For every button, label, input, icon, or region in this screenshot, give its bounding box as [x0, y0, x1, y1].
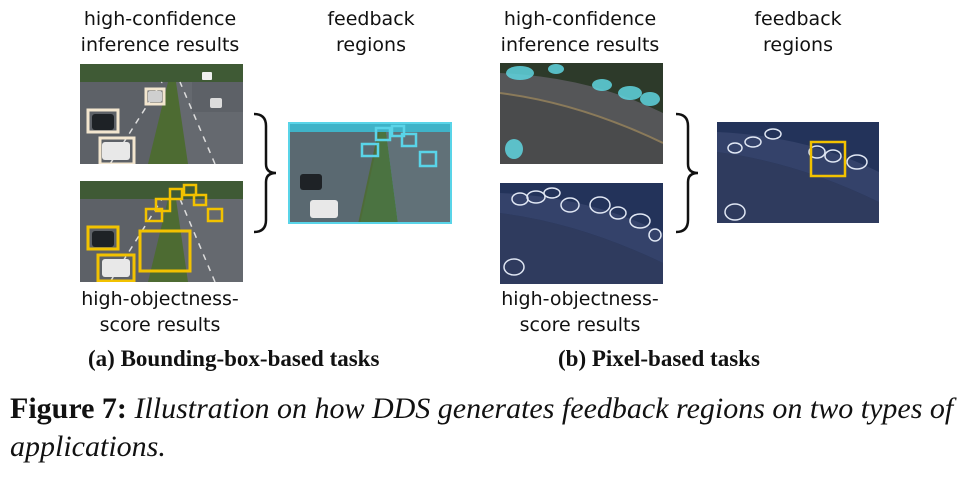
- panel-b-top-label-line1: high-confidence: [503, 8, 657, 30]
- panel-a-top-label: high-confidence inference results: [60, 6, 260, 58]
- panel-a-inference-image: [80, 64, 243, 164]
- panel-b-top-label: high-confidence inference results: [480, 6, 680, 58]
- panel-a-bottom-label-line1: high-objectness-: [81, 288, 239, 310]
- panel-b-feedback-label-line2: regions: [763, 34, 833, 56]
- panel-a-top-label-line1: high-confidence: [83, 8, 237, 30]
- panel-a-feedback-label-line1: feedback: [327, 8, 415, 30]
- panel-b-bottom-label-line1: high-objectness-: [501, 288, 659, 310]
- panel-a-objectness-image: [80, 181, 243, 282]
- figure-label: Figure 7:: [10, 392, 127, 425]
- panel-b-feedback-label-line1: feedback: [754, 8, 842, 30]
- panel-a-bottom-label: high-objectness- score results: [60, 286, 260, 338]
- panel-a-brace: [253, 112, 277, 234]
- panel-b-top-label-line2: inference results: [500, 34, 660, 56]
- panel-b-feedback-label: feedback regions: [723, 6, 873, 58]
- panel-b-bottom-label: high-objectness- score results: [480, 286, 680, 338]
- panel-b-objectness-image: [500, 183, 663, 284]
- panel-a-bottom-label-line2: score results: [99, 314, 221, 336]
- panel-a-caption: (a) Bounding-box-based tasks: [88, 346, 380, 371]
- panel-a-top-label-line2: inference results: [80, 34, 240, 56]
- panel-b-bottom-label-line2: score results: [519, 314, 641, 336]
- figure-caption-text: Illustration on how DDS generates feedba…: [10, 392, 954, 463]
- panel-a-feedback-image: [288, 122, 452, 224]
- panel-b-inference-image: [500, 63, 663, 164]
- panel-a-feedback-label: feedback regions: [296, 6, 446, 58]
- figure-caption: Figure 7: Illustration on how DDS genera…: [10, 390, 955, 466]
- panel-b-caption: (b) Pixel-based tasks: [558, 346, 760, 371]
- panel-a-feedback-label-line2: regions: [336, 34, 406, 56]
- panel-b-feedback-image: [717, 122, 879, 223]
- panel-b-brace: [675, 112, 699, 234]
